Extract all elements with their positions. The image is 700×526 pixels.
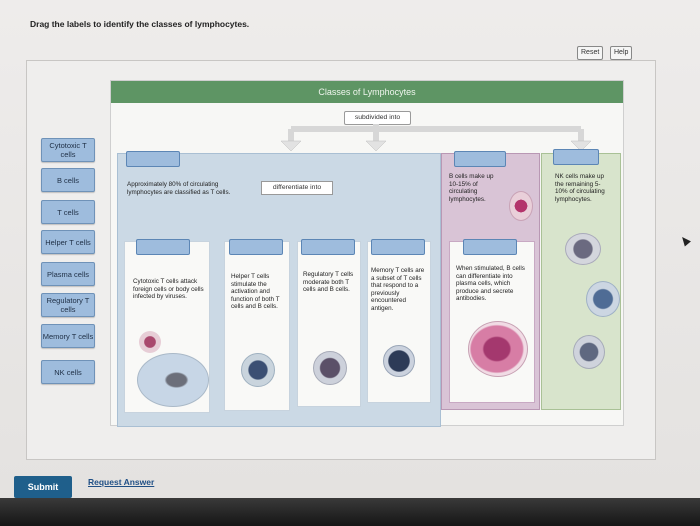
drop-zone-regulatory[interactable]: [301, 239, 355, 255]
helper-cell-image: [241, 353, 275, 387]
drop-zone-nk-cells[interactable]: [553, 149, 599, 165]
reset-button[interactable]: Reset: [577, 46, 604, 60]
memory-column: [367, 241, 431, 403]
differentiate-into-box: differentiate into: [261, 181, 333, 195]
label-helper-t-cells[interactable]: Helper T cells: [41, 230, 95, 254]
plasma-description: When stimulated, B cells can differentia…: [456, 265, 525, 302]
lymphocyte-diagram: Classes of Lymphocytes subdivided into: [110, 80, 624, 427]
drop-zone-memory[interactable]: [371, 239, 425, 255]
regulatory-cell-image: [313, 351, 347, 385]
plasma-cell-image: [468, 321, 528, 377]
label-cytotoxic-t-cells[interactable]: Cytotoxic T cells: [41, 138, 95, 162]
helper-description: Helper T cells stimulate the activation …: [231, 273, 280, 310]
cytotoxic-cell-image-small: [139, 331, 161, 353]
b-cell-image: [509, 191, 533, 221]
label-memory-t-cells[interactable]: Memory T cells: [41, 324, 95, 348]
drop-zone-plasma[interactable]: [463, 239, 517, 255]
label-plasma-cells[interactable]: Plasma cells: [41, 262, 95, 286]
drop-zone-b-cells[interactable]: [454, 151, 506, 167]
t-cells-description: Approximately 80% of circulating lymphoc…: [127, 181, 231, 196]
cytotoxic-description: Cytotoxic T cells attack foreign cells o…: [133, 278, 204, 300]
drop-zone-helper[interactable]: [229, 239, 283, 255]
cytotoxic-cell-image: [137, 353, 209, 407]
drop-zone-t-cells[interactable]: [126, 151, 180, 167]
nk-cell-image-3: [573, 335, 605, 369]
instruction-text: Drag the labels to identify the classes …: [30, 19, 250, 29]
request-answer-link[interactable]: Request Answer: [88, 477, 155, 487]
drop-zone-cytotoxic[interactable]: [136, 239, 190, 255]
nk-cells-description: NK cells make up the remaining 5-10% of …: [555, 173, 605, 203]
screen-bottom-edge: [0, 498, 700, 526]
nk-cell-image-2: [586, 281, 620, 317]
submit-button[interactable]: Submit: [14, 476, 72, 498]
help-button[interactable]: Help: [610, 46, 633, 60]
memory-description: Memory T cells are a subset of T cells t…: [371, 267, 425, 312]
regulatory-description: Regulatory T cells moderate both T cells…: [303, 271, 354, 293]
b-cells-description: B cells make up 10-15% of circulating ly…: [449, 173, 494, 203]
label-nk-cells[interactable]: NK cells: [41, 360, 95, 384]
label-b-cells[interactable]: B cells: [41, 168, 95, 192]
label-t-cells[interactable]: T cells: [41, 200, 95, 224]
label-regulatory-t-cells[interactable]: Regulatory T cells: [41, 293, 95, 317]
nk-cell-image-1: [565, 233, 601, 265]
memory-cell-image: [383, 345, 415, 377]
diagram-title: Classes of Lymphocytes: [111, 81, 623, 103]
